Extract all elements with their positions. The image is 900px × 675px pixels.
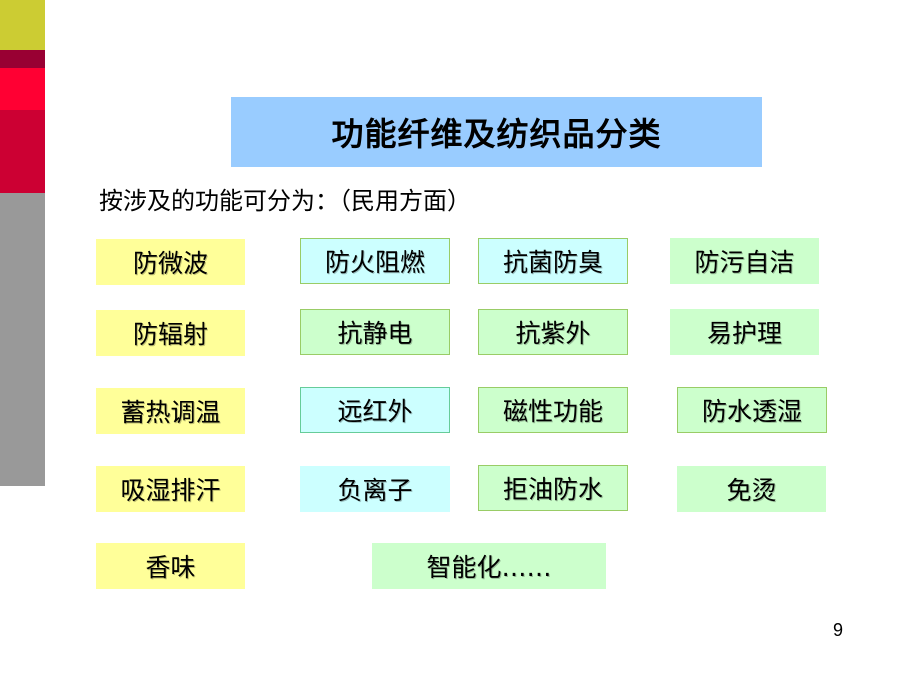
function-box: 负离子 [300, 466, 450, 512]
page-number: 9 [833, 620, 844, 640]
function-box: 抗紫外 [478, 309, 628, 355]
decor-bar-red [0, 68, 45, 110]
function-box: 拒油防水 [478, 465, 628, 511]
function-box: 防污自洁 [670, 238, 819, 284]
decor-bar-crimson [0, 110, 45, 193]
function-box: 防微波 [96, 239, 245, 285]
decor-bar-darkred [0, 50, 45, 68]
function-box: 易护理 [670, 309, 819, 355]
function-box: 抗静电 [300, 309, 450, 355]
function-box: 蓄热调温 [96, 388, 245, 434]
function-box: 防辐射 [96, 310, 245, 356]
function-box: 防火阻燃 [300, 238, 450, 284]
decor-bar-yellow [0, 0, 45, 50]
function-box: 智能化…… [372, 543, 606, 589]
function-box: 防水透湿 [677, 387, 827, 433]
function-box: 香味 [96, 543, 245, 589]
function-box: 抗菌防臭 [478, 238, 628, 284]
slide-subtitle: 按涉及的功能可分为：（民用方面） [99, 187, 471, 215]
function-box: 磁性功能 [478, 387, 628, 433]
function-box: 免烫 [677, 466, 826, 512]
slide-title: 功能纤维及纺织品分类 [231, 97, 762, 167]
function-box: 吸湿排汗 [96, 466, 245, 512]
decor-bar-gray [0, 193, 45, 486]
function-box: 远红外 [300, 387, 450, 433]
